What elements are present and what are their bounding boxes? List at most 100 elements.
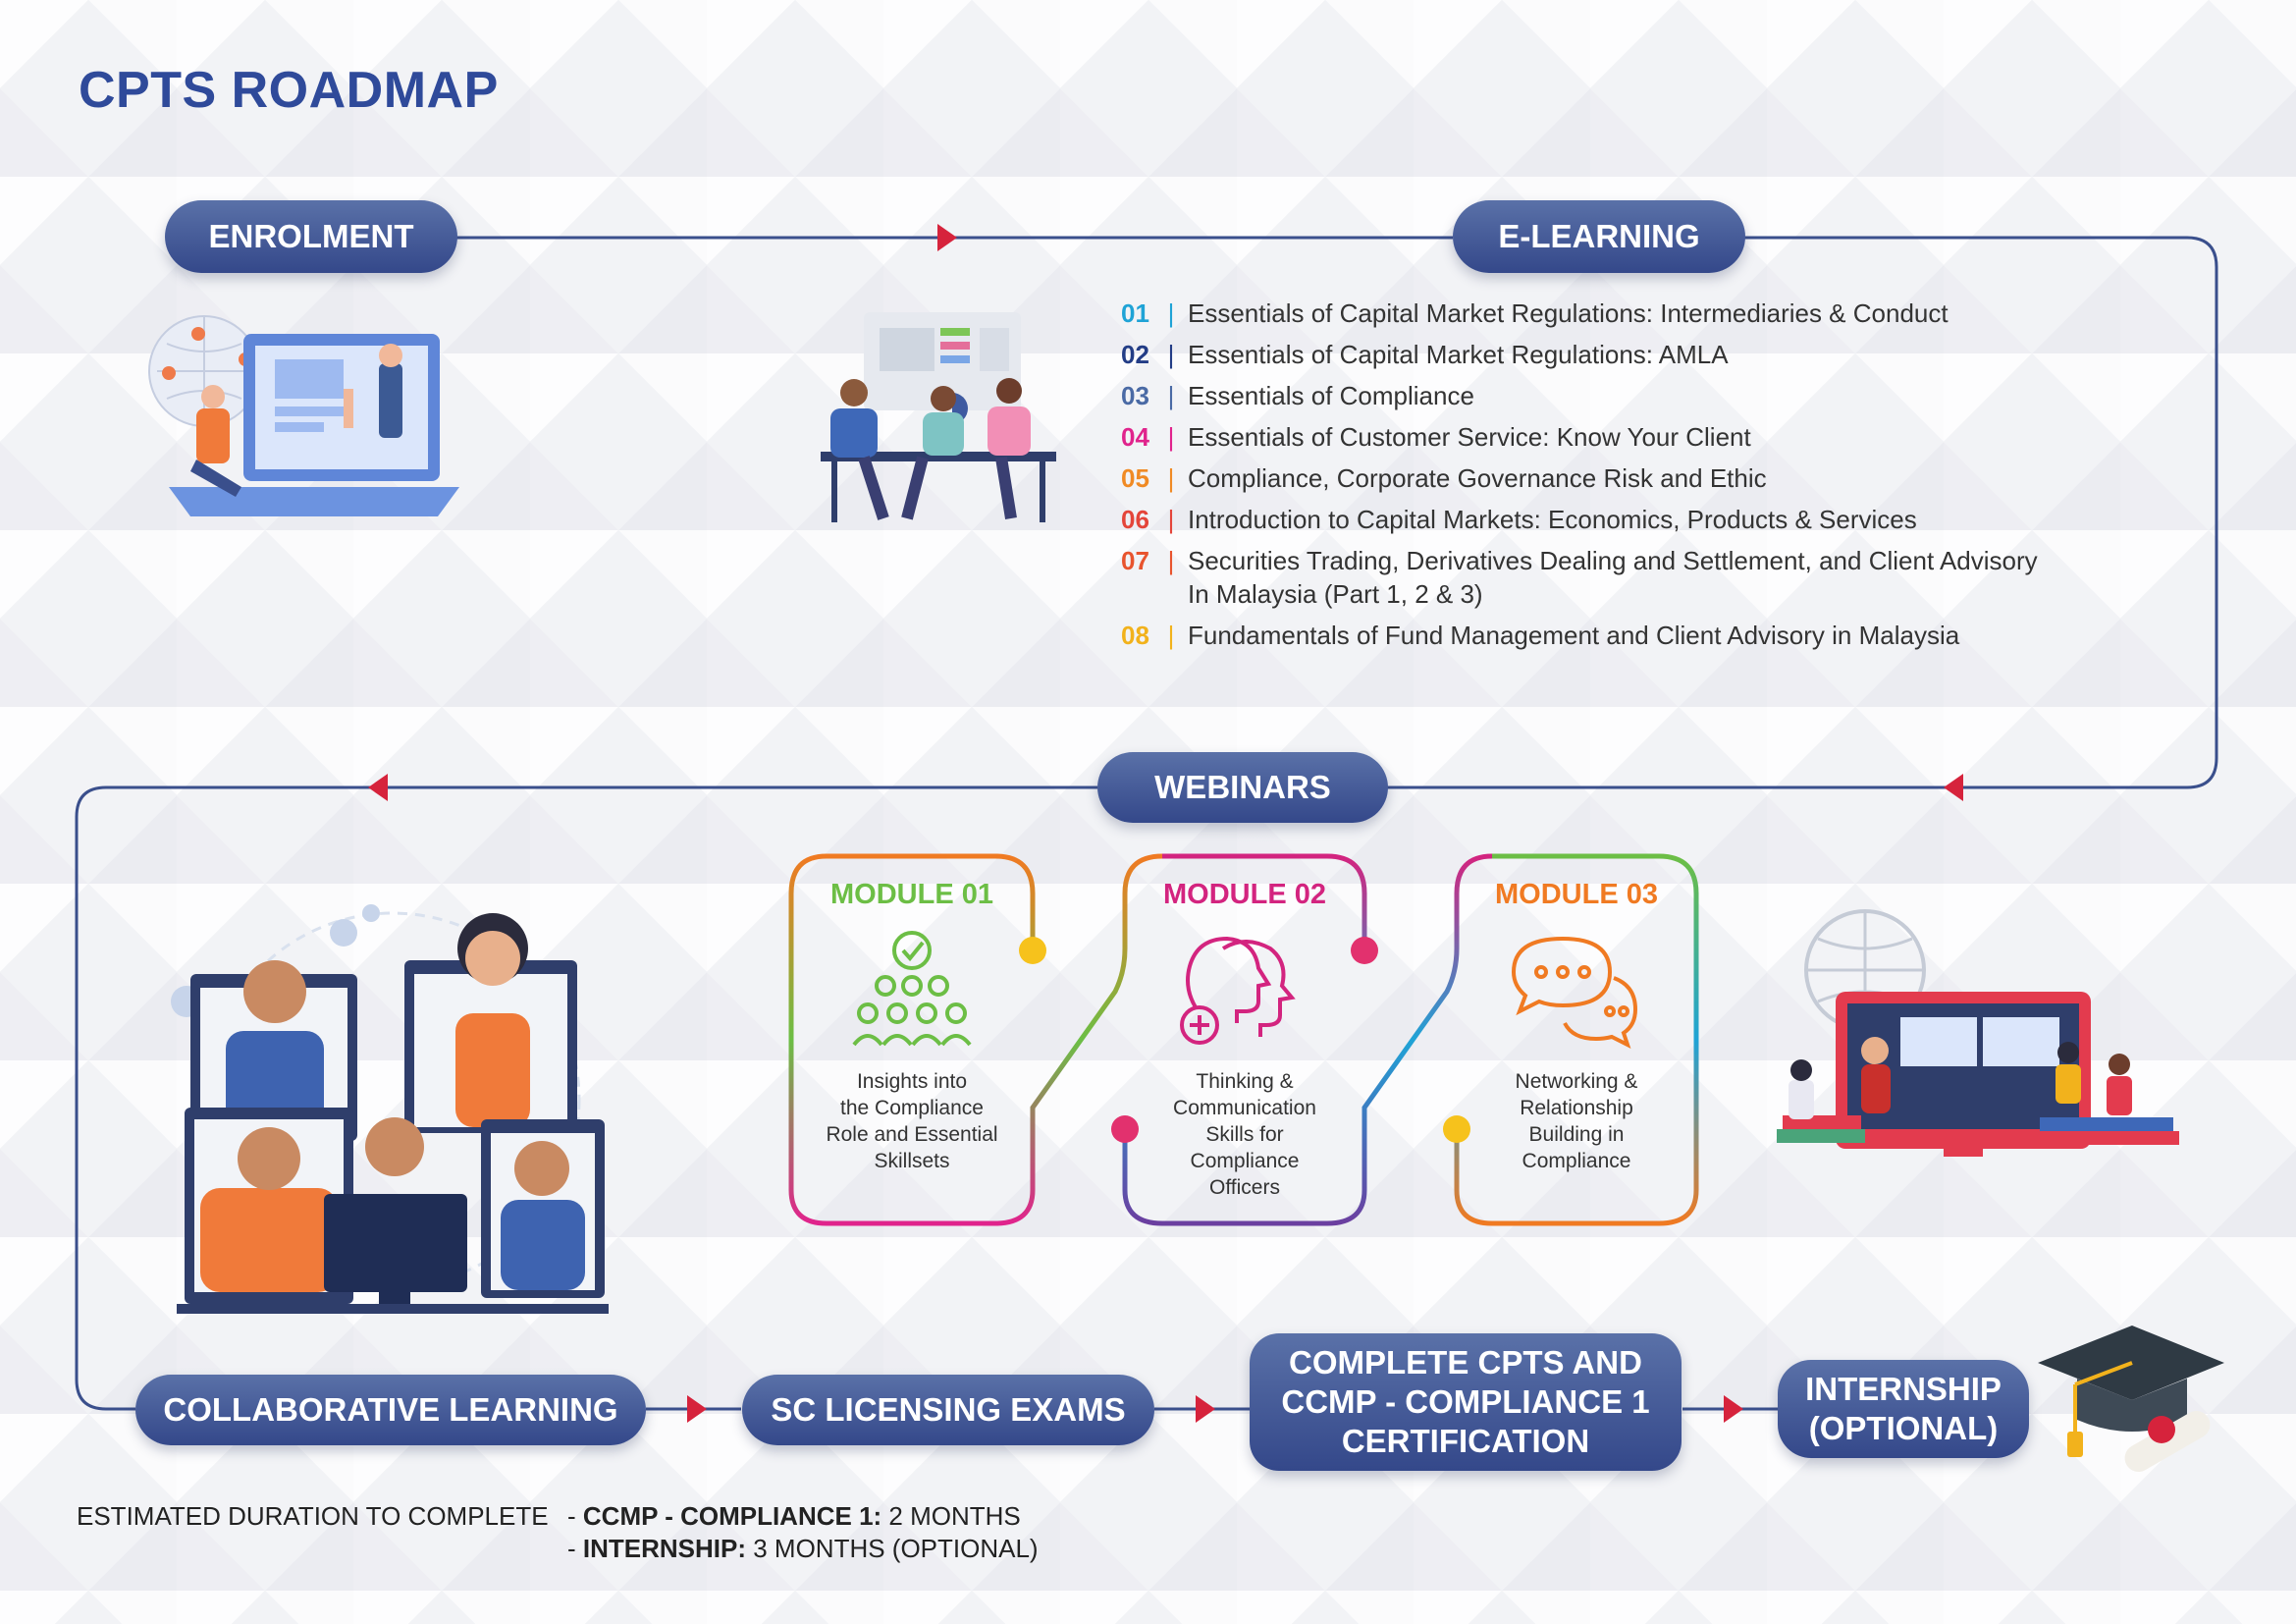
module-title-line: In Malaysia (Part 1, 2 & 3) <box>1188 579 1483 609</box>
desc-line: Networking & <box>1515 1070 1638 1093</box>
connector-webinars-collaborative <box>75 785 1097 1411</box>
duration-row-2: - INTERNSHIP: 3 MONTHS (OPTIONAL) <box>77 1533 1039 1565</box>
duration-internship-label: INTERNSHIP: <box>582 1534 747 1563</box>
arrow-left-2 <box>368 774 388 801</box>
elearning-module: 05 | Compliance, Corporate Governance Ri… <box>1121 461 2122 495</box>
desc-line: Insights into <box>856 1070 968 1093</box>
module-title: Compliance, Corporate Governance Risk an… <box>1188 463 1767 493</box>
graduation-cap-illustration <box>2038 1326 2224 1472</box>
arrow-right-4 <box>1724 1395 1743 1423</box>
module-number: 01 <box>1121 298 1149 328</box>
chat-bubbles-icon <box>1511 936 1638 1049</box>
module-separator: | <box>1167 340 1175 369</box>
elearning-module: 07 | Securities Trading, Derivatives Dea… <box>1121 544 2122 611</box>
arrow-right-2 <box>687 1395 707 1423</box>
module-number: 07 <box>1121 546 1149 575</box>
desc-line: Compliance <box>1522 1150 1631 1172</box>
elearning-module: 06 | Introduction to Capital Markets: Ec… <box>1121 503 2122 536</box>
module-03-frame <box>1454 853 1699 1226</box>
team-check-icon <box>852 931 972 1047</box>
duration-row-1: ESTIMATED DURATION TO COMPLETE - CCMP - … <box>77 1500 1039 1533</box>
module-separator: | <box>1167 505 1175 534</box>
module-title: Fundamentals of Fund Management and Clie… <box>1188 621 1960 650</box>
duration-dash: - <box>567 1534 583 1563</box>
step-internship: INTERNSHIP (OPTIONAL) <box>1778 1360 2029 1458</box>
module-03-title: MODULE 03 <box>1495 879 1658 910</box>
arrow-right-3 <box>1196 1395 1215 1423</box>
duration-internship-value: 3 MONTHS (OPTIONAL) <box>746 1534 1039 1563</box>
internship-line-1: INTERNSHIP <box>1805 1371 2002 1407</box>
step-elearning: E-LEARNING <box>1453 200 1745 273</box>
step-collaborative-learning: COLLABORATIVE LEARNING <box>135 1375 646 1445</box>
module-title: Essentials of Compliance <box>1188 381 1474 410</box>
desc-line: Building in <box>1528 1123 1625 1146</box>
module-02-description: Thinking & Communication Skills for Comp… <box>1135 1068 1355 1201</box>
module-03-dot <box>1443 1115 1470 1143</box>
estimated-duration: ESTIMATED DURATION TO COMPLETE - CCMP - … <box>77 1500 1039 1565</box>
module-separator: | <box>1167 422 1175 452</box>
desc-line: Thinking & <box>1196 1070 1294 1093</box>
complete-line-3: CERTIFICATION <box>1341 1423 1590 1459</box>
module-01-description: Insights into the Compliance Role and Es… <box>801 1068 1023 1174</box>
page-title: CPTS ROADMAP <box>79 62 499 119</box>
step-webinars-label: WEBINARS <box>1154 769 1331 805</box>
step-elearning-label: E-LEARNING <box>1498 218 1700 254</box>
module-title: Securities Trading, Derivatives Dealing … <box>1188 544 2122 611</box>
elearning-module: 02 | Essentials of Capital Market Regula… <box>1121 338 2122 371</box>
duration-ccmp-value: 2 MONTHS <box>881 1501 1021 1531</box>
complete-line-1: COMPLETE CPTS AND <box>1289 1344 1642 1380</box>
heads-plus-icon <box>1180 936 1296 1045</box>
duration-dash: - <box>567 1501 583 1531</box>
module-number: 02 <box>1121 340 1149 369</box>
module-01-title: MODULE 01 <box>830 879 993 910</box>
module-separator: | <box>1167 621 1175 650</box>
desc-line: Compliance <box>1190 1150 1300 1172</box>
module-number: 05 <box>1121 463 1149 493</box>
step-exams-label: SC LICENSING EXAMS <box>771 1391 1126 1428</box>
module-number: 03 <box>1121 381 1149 410</box>
step-enrolment: ENROLMENT <box>165 200 457 273</box>
step-sc-licensing-exams: SC LICENSING EXAMS <box>742 1375 1154 1445</box>
module-02-dot-top <box>1351 937 1378 964</box>
module-number: 06 <box>1121 505 1149 534</box>
module-02-dot-bottom <box>1111 1115 1139 1143</box>
step-enrolment-label: ENROLMENT <box>208 218 414 254</box>
duration-ccmp-label: CCMP - COMPLIANCE 1: <box>582 1501 882 1531</box>
module-separator: | <box>1167 463 1175 493</box>
module-separator: | <box>1167 381 1175 410</box>
step-collaborative-label: COLLABORATIVE LEARNING <box>163 1391 618 1428</box>
module-02-title: MODULE 02 <box>1163 879 1326 910</box>
module-title: Essentials of Capital Market Regulations… <box>1188 298 1949 328</box>
arrow-right-1 <box>937 224 957 251</box>
desc-line: Officers <box>1209 1176 1280 1199</box>
desc-line: Relationship <box>1520 1097 1633 1119</box>
desc-line: the Compliance <box>840 1097 984 1119</box>
elearning-module: 01 | Essentials of Capital Market Regula… <box>1121 297 2122 330</box>
module-01-dot <box>1019 937 1046 964</box>
complete-line-2: CCMP - COMPLIANCE 1 <box>1281 1383 1650 1420</box>
elearning-module: 03 | Essentials of Compliance <box>1121 379 2122 412</box>
module-title: Essentials of Capital Market Regulations… <box>1188 340 1729 369</box>
internship-line-2: (OPTIONAL) <box>1808 1410 1999 1446</box>
module-title-line: Securities Trading, Derivatives Dealing … <box>1188 546 2038 575</box>
module-03-description: Networking & Relationship Building in Co… <box>1467 1068 1686 1174</box>
elearning-module: 04 | Essentials of Customer Service: Kno… <box>1121 420 2122 454</box>
desc-line: Skills for <box>1205 1123 1284 1146</box>
module-title: Essentials of Customer Service: Know You… <box>1188 422 1751 452</box>
arrow-left-1 <box>1944 774 1963 801</box>
duration-label: ESTIMATED DURATION TO COMPLETE <box>77 1501 549 1531</box>
step-complete-certification: COMPLETE CPTS AND CCMP - COMPLIANCE 1 CE… <box>1250 1333 1682 1471</box>
desc-line: Role and Essential <box>826 1123 998 1146</box>
elearning-meeting-illustration <box>821 312 1056 522</box>
module-separator: | <box>1167 546 1175 575</box>
duration-spacer <box>77 1533 567 1565</box>
collaborative-video-call-illustration <box>171 904 609 1314</box>
desc-line: Communication <box>1173 1097 1316 1119</box>
module-separator: | <box>1167 298 1175 328</box>
module-number: 04 <box>1121 422 1149 452</box>
module-01-frame <box>788 853 1163 1226</box>
enrolment-laptop-illustration <box>148 315 459 516</box>
desc-line: Skillsets <box>874 1150 950 1172</box>
module-number: 08 <box>1121 621 1149 650</box>
